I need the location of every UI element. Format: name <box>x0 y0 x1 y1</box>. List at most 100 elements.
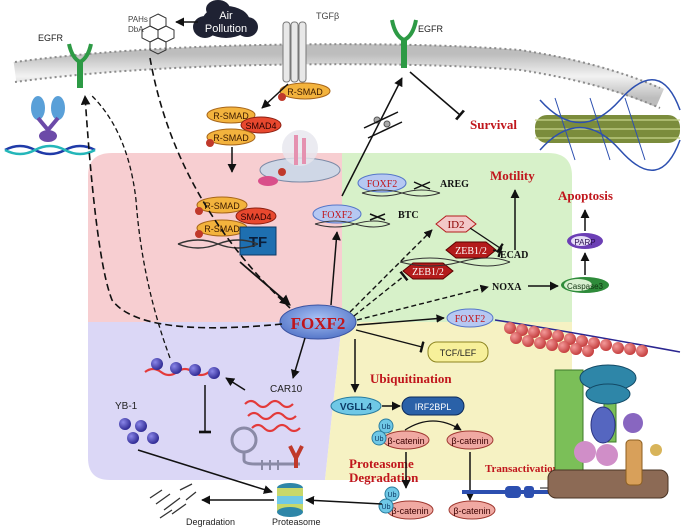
yb1-mrna-complex <box>144 358 220 379</box>
beta-catenin-free-1: β-catenin <box>446 430 494 450</box>
btc-to-egfr-arrow <box>341 77 403 197</box>
svg-text:FOXF2: FOXF2 <box>322 210 353 221</box>
car10-to-yb1-arrow <box>225 377 246 391</box>
id2-inhibit-ecad <box>469 227 504 253</box>
rna-stem-loop-icon <box>230 426 304 470</box>
caspase3-node: Caspase3 <box>561 277 609 293</box>
vgll4-node: VGLL4 <box>330 396 382 416</box>
svg-text:ZEB1/2: ZEB1/2 <box>412 267 444 278</box>
car10-label: CAR10 <box>270 384 303 395</box>
foxf2-inhibit-tcf <box>355 329 425 353</box>
id2-node: ID2 <box>435 215 477 233</box>
region-red <box>88 153 342 322</box>
ubiquitination-label: Ubiquitination <box>370 371 452 386</box>
svg-text:R-SMAD: R-SMAD <box>204 201 240 211</box>
foxf2-to-foxf2-small-arrow <box>356 314 445 326</box>
foxf2-to-egfr-dashed <box>80 95 283 329</box>
smad-complex-nucleus: R-SMAD SMAD4 R-SMAD TF <box>177 196 277 256</box>
microtubule-filament-icon <box>494 319 681 357</box>
svg-text:R-SMAD: R-SMAD <box>213 111 249 121</box>
egfr-right-label: EGFR <box>418 24 444 34</box>
apoptosis-label: Apoptosis <box>558 188 613 203</box>
zeb-inhibit-ecad <box>492 246 503 258</box>
ub-catenin-to-proteasome-arrow <box>305 495 383 505</box>
parp-node: PARP <box>567 233 603 249</box>
proteasome-label: Proteasome <box>272 517 321 527</box>
yb1-to-proteasome-arrow <box>137 449 273 494</box>
svg-text:R-SMAD: R-SMAD <box>213 133 249 143</box>
svg-text:R-SMAD: R-SMAD <box>287 87 323 97</box>
air-pollution-label-2: Pollution <box>205 23 247 35</box>
svg-text:Ub: Ub <box>375 436 384 443</box>
areg-label: AREG <box>440 179 469 190</box>
car10-rna-icon <box>244 399 301 433</box>
noxa-label: NOXA <box>492 282 522 293</box>
svg-text:R-SMAD: R-SMAD <box>204 224 240 234</box>
vgll4-label: VGLL4 <box>340 402 373 413</box>
svg-text:SMAD4: SMAD4 <box>240 212 271 222</box>
foxf2-main-node: FOXF2 <box>279 304 357 340</box>
air-pollution-label-1: Air <box>219 10 233 22</box>
dna-transactivation-icon <box>462 486 560 498</box>
parp-label: PARP <box>574 238 595 247</box>
irf2bpl-node: IRF2BPL <box>401 396 465 416</box>
foxf2-cytoskeleton-node: FOXF2 <box>446 308 494 328</box>
svg-text:Ub: Ub <box>382 424 391 431</box>
motility-label: Motility <box>490 168 535 183</box>
foxf2-to-car10-arrow <box>291 337 306 379</box>
yb1-free-proteins <box>119 418 159 444</box>
tgfb-label: TGFβ <box>316 11 339 21</box>
receptor-dimer-dna-icon <box>4 96 96 156</box>
proteasome-degradation-label-1: Proteasome <box>349 456 414 471</box>
tcf-lef-node: TCF/LEF <box>427 341 489 363</box>
svg-text:FOXF2: FOXF2 <box>367 179 398 190</box>
foxf2-btc-node: FOXF2 BTC <box>312 204 419 228</box>
smad-complex-top: R-SMAD R-SMAD SMAD4 R-SMAD <box>206 82 331 147</box>
yb1-label: YB-1 <box>115 401 138 412</box>
proteasome-degradation-label-2: Degradation <box>349 470 419 485</box>
degradation-label: Degradation <box>186 517 235 527</box>
yb1-to-egfr-dashed <box>89 93 171 359</box>
egfr-right-receptor: EGFR <box>390 19 444 68</box>
egfr-survival-inhibit <box>409 71 465 121</box>
degradation-fragments-icon <box>149 483 197 519</box>
caspase3-label: Caspase3 <box>567 282 604 291</box>
svg-text:FOXF2: FOXF2 <box>455 314 486 325</box>
rsmad-arrow-1 <box>261 83 289 109</box>
air-pollution-cloud: Air Pollution <box>193 0 258 38</box>
btc-label: BTC <box>398 210 419 221</box>
svg-text:β-catenin: β-catenin <box>387 436 424 446</box>
pahs-to-foxf2-dashed <box>149 57 291 309</box>
tgfb-receptor: TGFβ <box>282 11 339 83</box>
svg-text:SMAD4: SMAD4 <box>245 121 276 131</box>
id2-label: ID2 <box>447 219 464 231</box>
tf-label: TF <box>249 234 267 251</box>
svg-text:ZEB1/2: ZEB1/2 <box>455 246 487 257</box>
egfr-left-receptor: EGFR <box>38 33 93 88</box>
irf2bpl-cycle-arrow <box>404 420 462 431</box>
svg-text:Ub: Ub <box>388 492 397 499</box>
egfr-block-mark <box>363 111 403 139</box>
foxf2-to-noxa-dashed <box>356 284 489 321</box>
ecad-label: ECAD <box>500 250 528 261</box>
pahs-molecule-icon <box>141 13 175 55</box>
beta-catenin-free-2: β-catenin <box>448 500 496 520</box>
ub-beta-catenin-2: β-catenin Ub Ub <box>378 486 434 520</box>
protein-complex-icon <box>547 364 669 499</box>
svg-text:β-catenin: β-catenin <box>453 506 490 516</box>
foxf2-to-id2-dashed <box>349 229 433 313</box>
transactivation-label: Transactivation <box>485 463 559 475</box>
actin-filament-icon <box>535 79 681 171</box>
foxf2-areg-node: FOXF2 AREG <box>357 173 469 197</box>
foxf2-to-zeb-dashed <box>353 270 409 317</box>
svg-text:β-catenin: β-catenin <box>451 436 488 446</box>
cell-membrane <box>13 43 664 109</box>
irf2bpl-label: IRF2BPL <box>415 402 452 412</box>
proteasome-icon <box>277 483 303 517</box>
pahs-label: PAHs <box>128 15 148 24</box>
svg-text:β-catenin: β-catenin <box>391 506 428 516</box>
svg-text:Ub: Ub <box>382 504 391 511</box>
tcf-lef-label: TCF/LEF <box>440 348 477 358</box>
